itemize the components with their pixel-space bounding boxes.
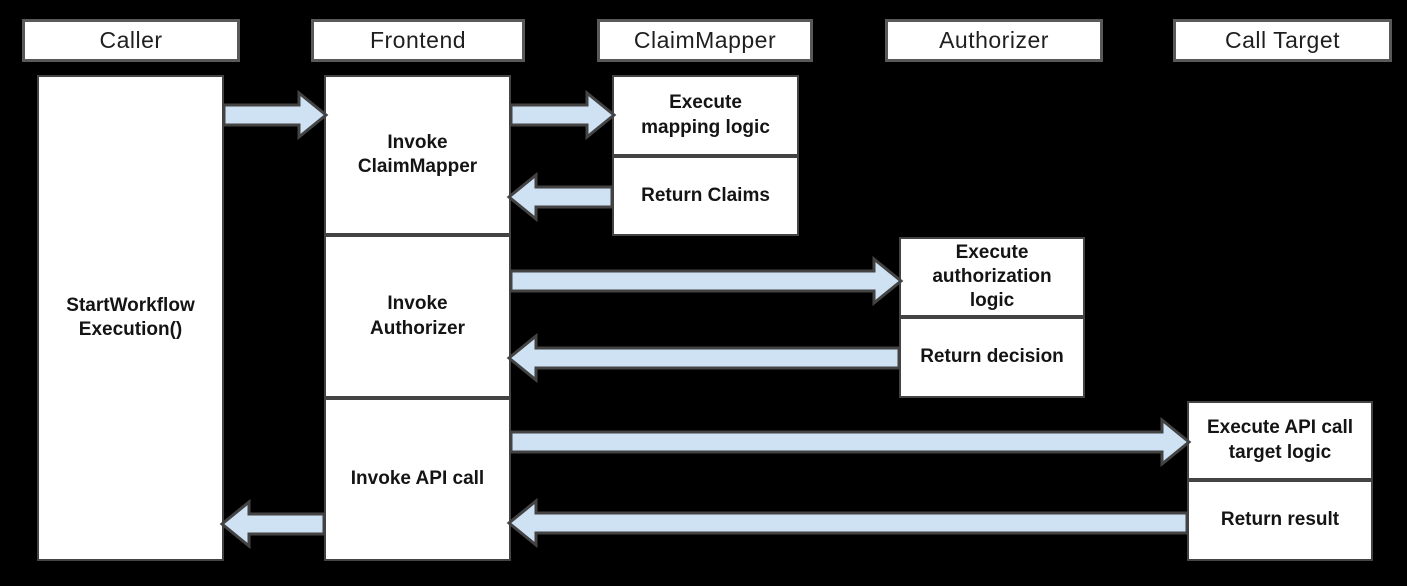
arrow-frontend-to-caller	[219, 498, 326, 550]
arrow-caller-to-frontend	[222, 89, 329, 141]
step-return-claims: Return Claims	[612, 156, 799, 236]
lifeline-header-claim-mapper: ClaimMapper	[597, 19, 813, 62]
lifeline-header-call-target: Call Target	[1173, 19, 1392, 62]
step-return-result: Return result	[1187, 480, 1373, 561]
arrow-frontend-to-call-target	[509, 416, 1192, 468]
lifeline-header-frontend: Frontend	[311, 19, 525, 62]
step-invoke-api-call: Invoke API call	[324, 398, 511, 561]
arrow-call-target-to-frontend	[506, 497, 1189, 549]
arrow-frontend-to-authorizer	[509, 255, 904, 307]
step-execute-authorization-logic: Execute authorization logic	[899, 237, 1085, 317]
step-start-workflow-execution: StartWorkflow Execution()	[37, 75, 224, 561]
step-invoke-claim-mapper: Invoke ClaimMapper	[324, 75, 511, 235]
lifeline-header-caller: Caller	[22, 19, 240, 62]
arrow-claim-mapper-to-frontend	[506, 171, 614, 223]
arrow-authorizer-to-frontend	[506, 332, 901, 384]
step-return-decision: Return decision	[899, 317, 1085, 398]
step-execute-api-call-target-logic: Execute API call target logic	[1187, 401, 1373, 480]
step-execute-mapping-logic: Execute mapping logic	[612, 75, 799, 156]
step-invoke-authorizer: Invoke Authorizer	[324, 235, 511, 398]
lifeline-header-authorizer: Authorizer	[885, 19, 1103, 62]
arrow-frontend-to-claim-mapper	[509, 89, 617, 141]
